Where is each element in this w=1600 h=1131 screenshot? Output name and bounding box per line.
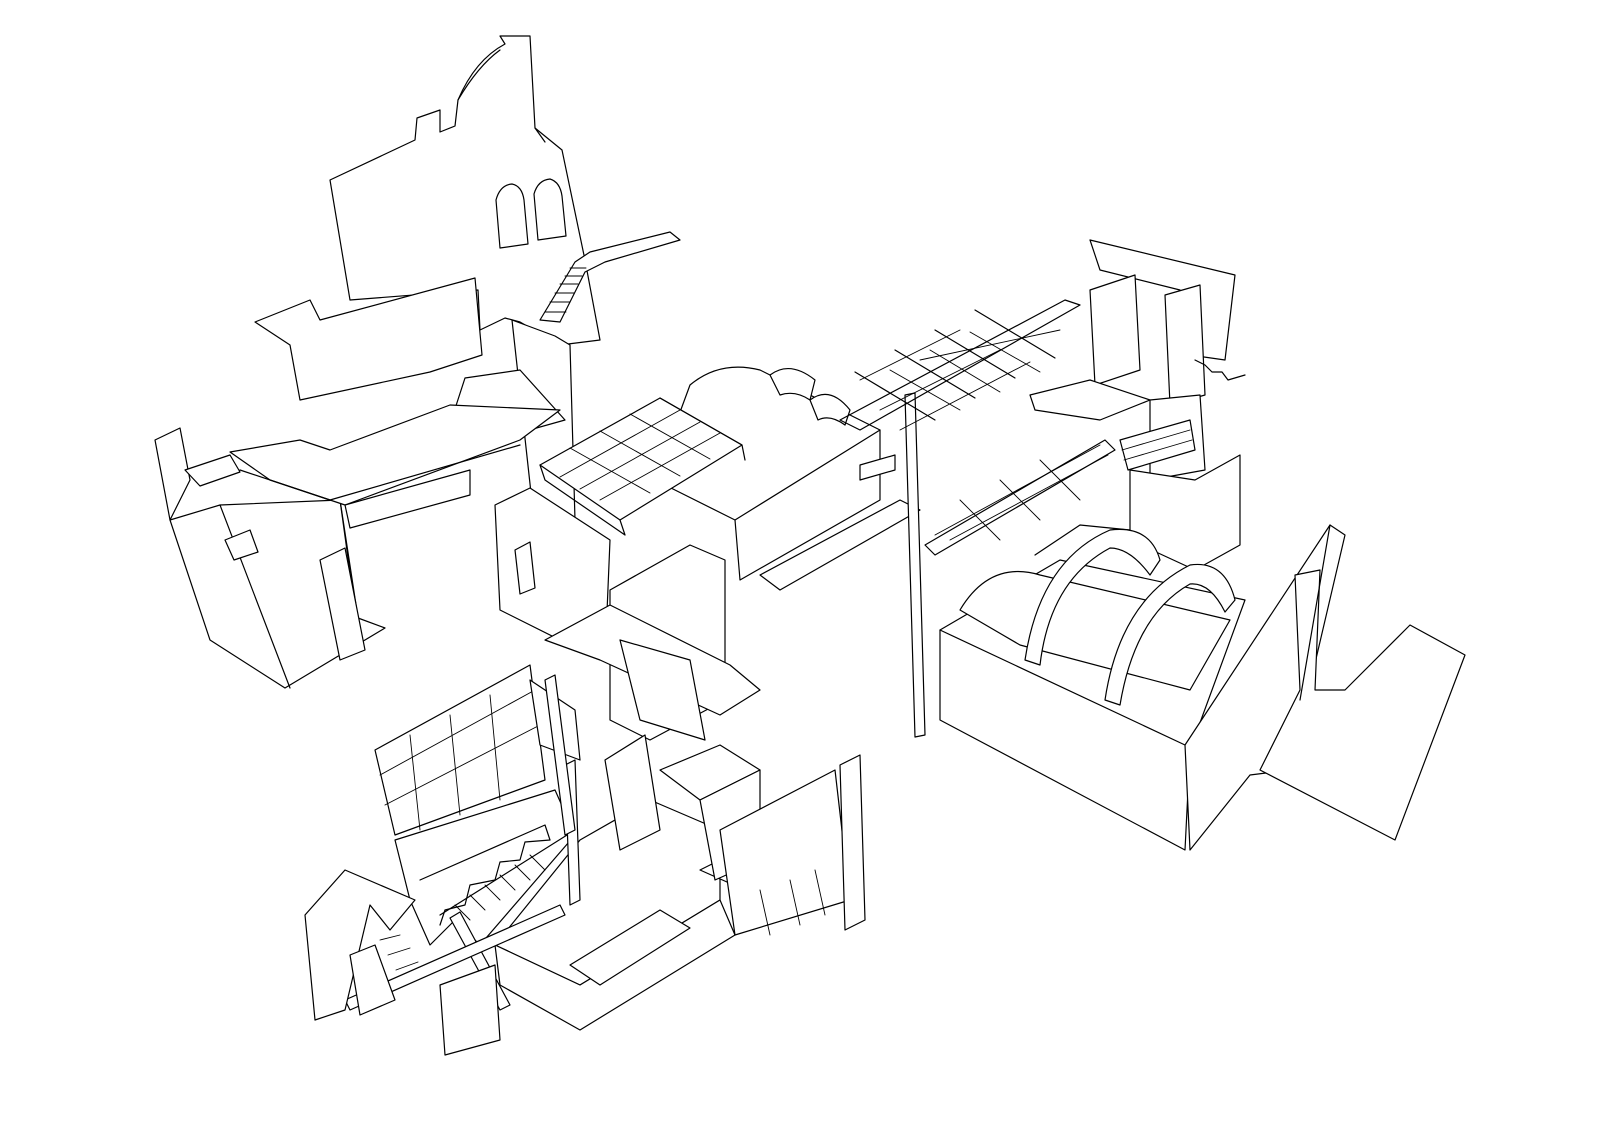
north-building-gable-wall: [329, 35, 601, 346]
south-diagonal-beams: [344, 674, 581, 1011]
north-exterior-stair: [539, 231, 681, 323]
east-l-wall: [1184, 524, 1466, 851]
central-tower-box: [494, 487, 761, 741]
west-wing-box: [154, 427, 386, 689]
central-vault-block: [654, 366, 921, 591]
east-barrel-vault-court: [939, 524, 1246, 851]
north-arched-windows: [495, 178, 567, 249]
east-arches: [1024, 528, 1236, 706]
south-platform-with-openings: [494, 734, 866, 1031]
central-column: [859, 392, 926, 738]
east-stepped-stair: [1119, 359, 1246, 571]
west-wing-platform: [229, 404, 561, 529]
southwest-fragment-walls: [304, 869, 501, 1056]
pergola-trusses: [839, 299, 1116, 556]
central-skylight-grid: [539, 397, 746, 536]
